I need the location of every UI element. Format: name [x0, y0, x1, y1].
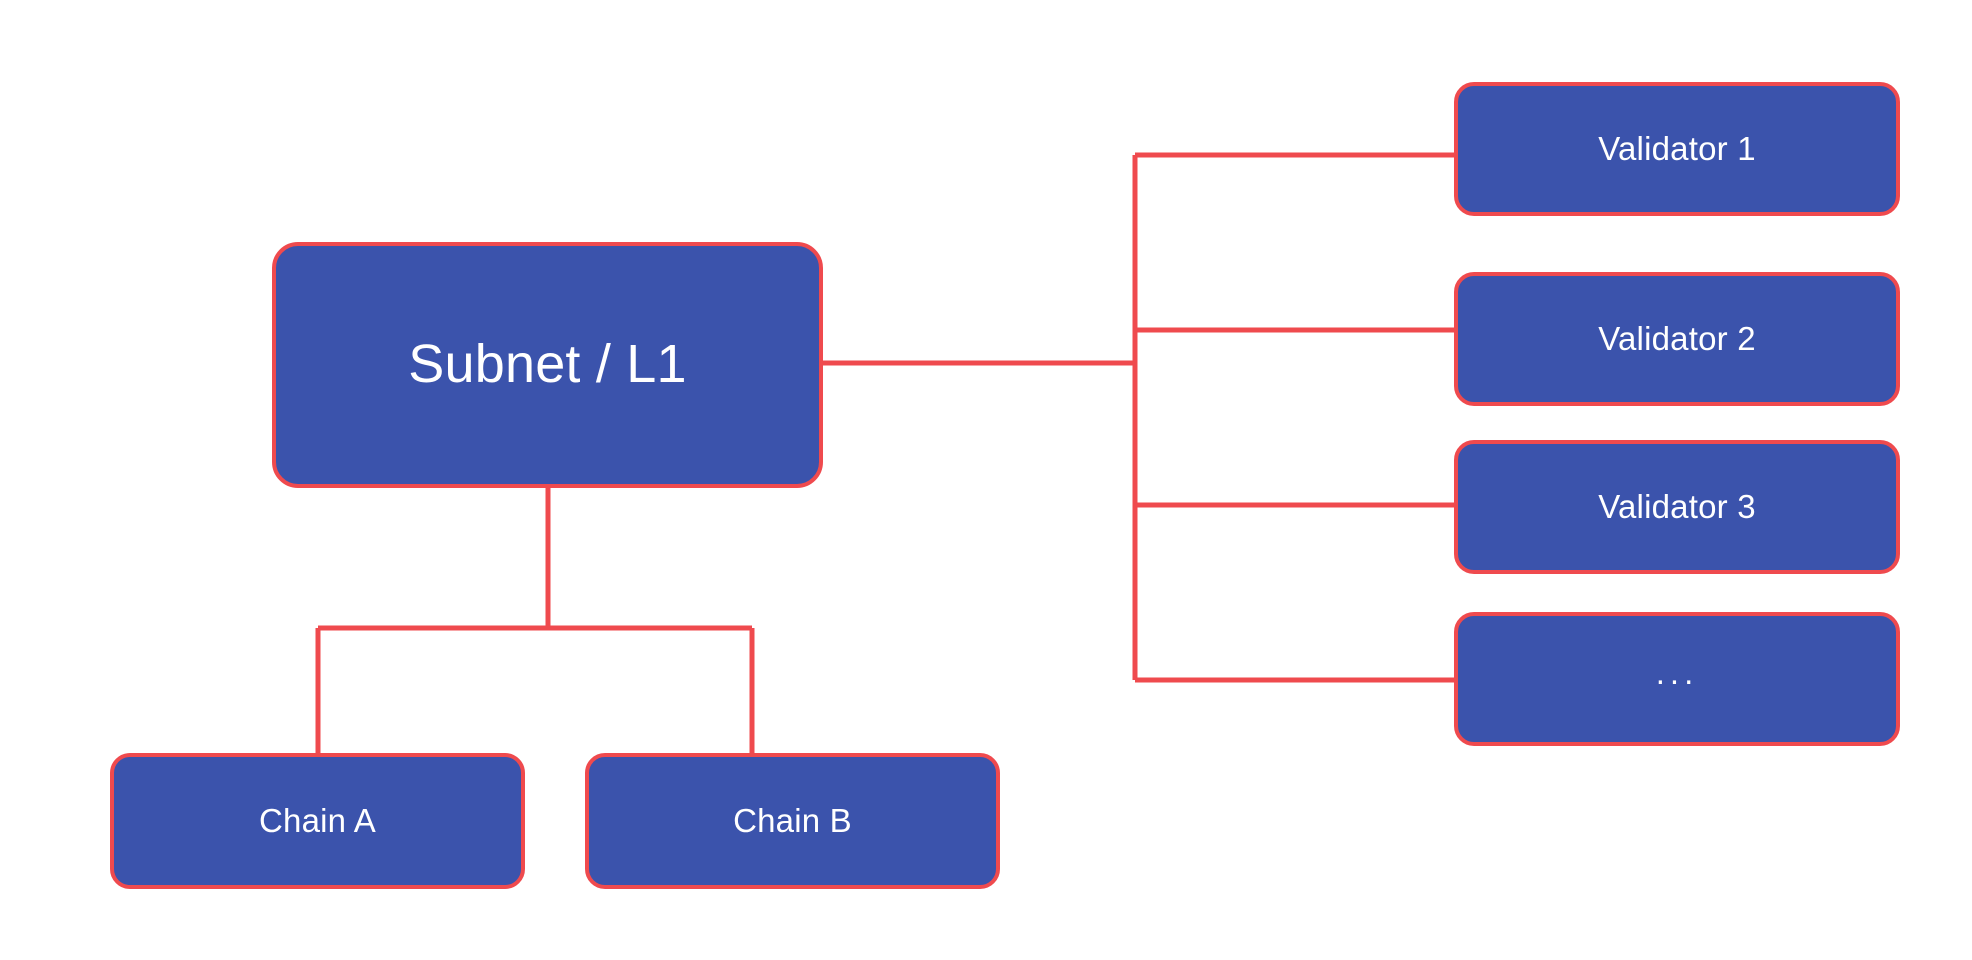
chain-a-label: Chain A	[259, 801, 376, 839]
validator-more-label: ...	[1655, 653, 1699, 691]
validator-3-label: Validator 3	[1598, 487, 1756, 525]
validator-2-label: Validator 2	[1598, 319, 1756, 357]
chain-b-node[interactable]: Chain B	[585, 753, 1000, 889]
validator-2-node[interactable]: Validator 2	[1454, 272, 1900, 406]
subnet-l1-node[interactable]: Subnet / L1	[272, 242, 823, 488]
validator-1-label: Validator 1	[1598, 129, 1756, 167]
subnet-l1-label: Subnet / L1	[408, 334, 687, 395]
chain-a-node[interactable]: Chain A	[110, 753, 525, 889]
chain-b-label: Chain B	[733, 801, 852, 839]
validator-3-node[interactable]: Validator 3	[1454, 440, 1900, 574]
validator-1-node[interactable]: Validator 1	[1454, 82, 1900, 216]
validator-more-node[interactable]: ...	[1454, 612, 1900, 746]
